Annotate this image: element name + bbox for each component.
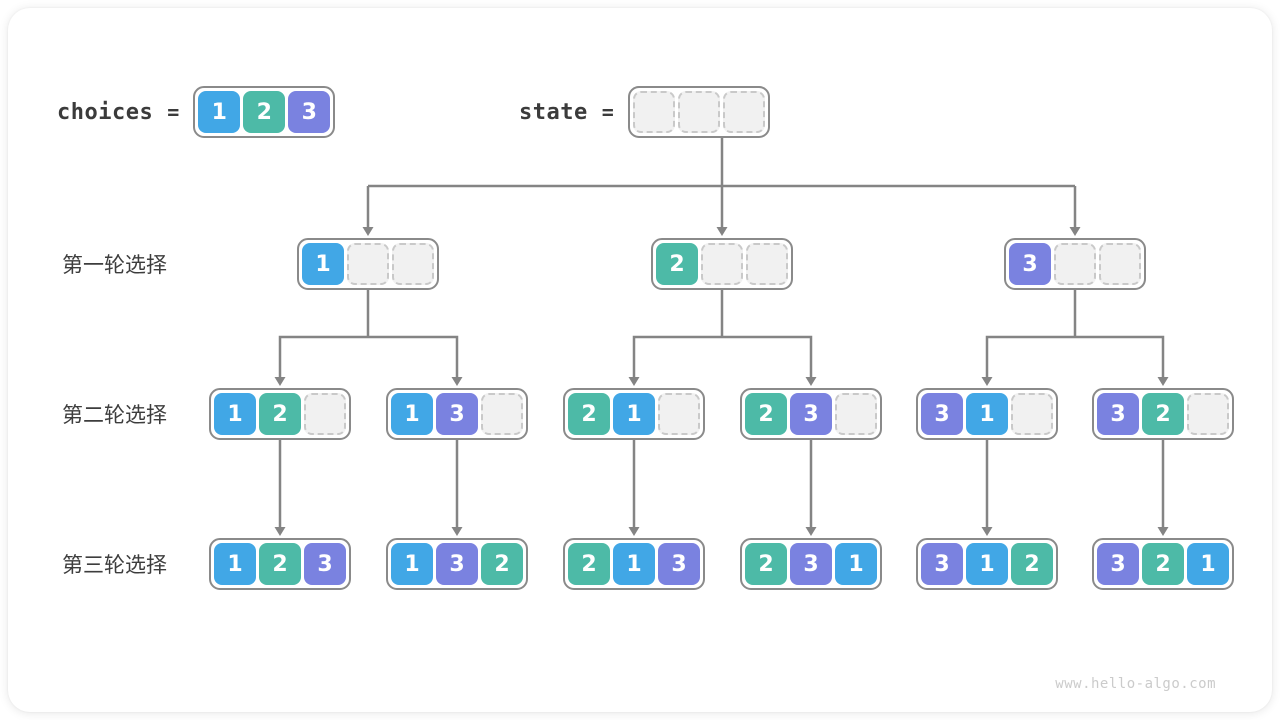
node-cell [835,393,877,435]
node-cell: 1 [302,243,344,285]
tree-node: 2 1 [563,388,705,440]
state-cell [632,91,675,133]
choices-array: 1 2 3 [193,86,336,138]
tree-node: 1 2 3 [209,538,351,590]
choices-group: choices = 1 2 3 [57,86,336,138]
node-cell: 2 [481,543,523,585]
row-label-round-1: 第一轮选择 [62,253,167,277]
node-cell [304,393,346,435]
state-group: state = [519,86,770,138]
tree-node: 1 2 [209,388,351,440]
node-cell: 2 [1011,543,1053,585]
node-cell [658,393,700,435]
node-cell: 1 [966,543,1008,585]
node-cell: 1 [1187,543,1229,585]
node-cell: 3 [790,543,832,585]
node-cell: 1 [613,543,655,585]
node-cell: 3 [921,543,963,585]
node-cell: 1 [391,393,433,435]
choices-label: choices [57,99,154,125]
node-cell: 1 [214,393,256,435]
node-cell: 3 [1097,543,1139,585]
node-cell: 2 [259,393,301,435]
node-cell: 2 [745,543,787,585]
node-cell [392,243,434,285]
node-cell [701,243,743,285]
node-cell: 2 [259,543,301,585]
tree-node: 2 3 [740,388,882,440]
tree-node: 3 1 [916,388,1058,440]
choices-cell: 1 [198,91,241,133]
tree-node: 3 [1004,238,1146,290]
node-cell: 1 [613,393,655,435]
node-cell: 2 [568,543,610,585]
row-label-round-3: 第三轮选择 [62,553,167,577]
tree-node: 2 [651,238,793,290]
equals-sign: = [167,100,180,124]
node-cell: 1 [835,543,877,585]
tree-node: 3 2 1 [1092,538,1234,590]
node-cell: 3 [1097,393,1139,435]
node-cell: 3 [658,543,700,585]
tree-node: 2 3 1 [740,538,882,590]
tree-node: 2 1 3 [563,538,705,590]
node-cell [1011,393,1053,435]
row-label-round-2: 第二轮选择 [62,403,167,427]
node-cell: 1 [214,543,256,585]
node-cell [1054,243,1096,285]
node-cell: 2 [656,243,698,285]
node-cell: 2 [1142,543,1184,585]
node-cell: 1 [966,393,1008,435]
tree-node: 1 3 2 [386,538,528,590]
node-cell: 3 [436,393,478,435]
equals-sign: = [601,100,614,124]
state-cell [677,91,720,133]
tree-node: 1 3 [386,388,528,440]
node-cell: 3 [436,543,478,585]
tree-node: 3 1 2 [916,538,1058,590]
node-cell: 1 [391,543,433,585]
node-cell [481,393,523,435]
state-label: state [519,99,588,125]
tree-node: 1 [297,238,439,290]
node-cell: 2 [745,393,787,435]
state-cell [722,91,765,133]
choices-cell: 2 [243,91,286,133]
choices-cell: 3 [288,91,331,133]
node-cell: 3 [921,393,963,435]
node-cell: 3 [1009,243,1051,285]
state-array [627,86,770,138]
node-cell [746,243,788,285]
tree-connector-lines [278,137,1165,528]
node-cell [1099,243,1141,285]
node-cell [347,243,389,285]
node-cell: 2 [568,393,610,435]
watermark: www.hello-algo.com [1055,676,1216,692]
node-cell: 2 [1142,393,1184,435]
node-cell: 3 [304,543,346,585]
node-cell [1187,393,1229,435]
node-cell: 3 [790,393,832,435]
tree-node: 3 2 [1092,388,1234,440]
